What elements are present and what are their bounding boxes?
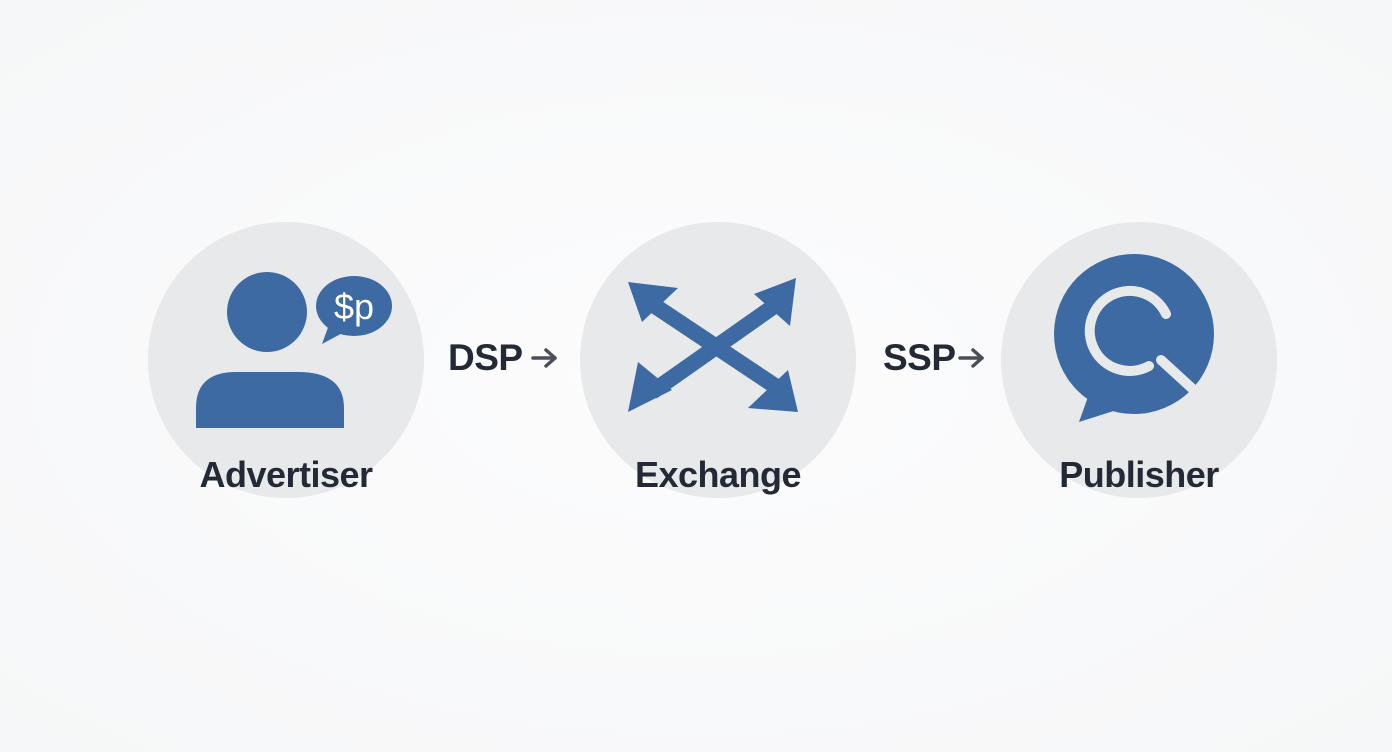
node-advertiser: $p Advertiser [148, 222, 424, 498]
node-publisher: Publisher [1001, 222, 1277, 498]
connector-label-ssp: SSP [883, 337, 956, 378]
label-exchange: Exchange [634, 454, 802, 495]
four-way-arrows-icon [628, 278, 798, 412]
label-publisher: Publisher [1059, 454, 1219, 495]
chat-bubble-c-icon [1054, 254, 1214, 422]
label-advertiser: Advertiser [199, 454, 373, 495]
user-with-speech-bubble-icon: $p [196, 272, 392, 428]
connector-dsp: DSP [448, 334, 559, 382]
arrow-right-icon [957, 348, 984, 368]
node-exchange: Exchange [580, 222, 856, 498]
connector-label-dsp: DSP [448, 337, 523, 378]
badge-text: $p [334, 286, 374, 327]
connector-ssp: SSP [883, 334, 986, 382]
arrow-right-icon [530, 348, 557, 368]
